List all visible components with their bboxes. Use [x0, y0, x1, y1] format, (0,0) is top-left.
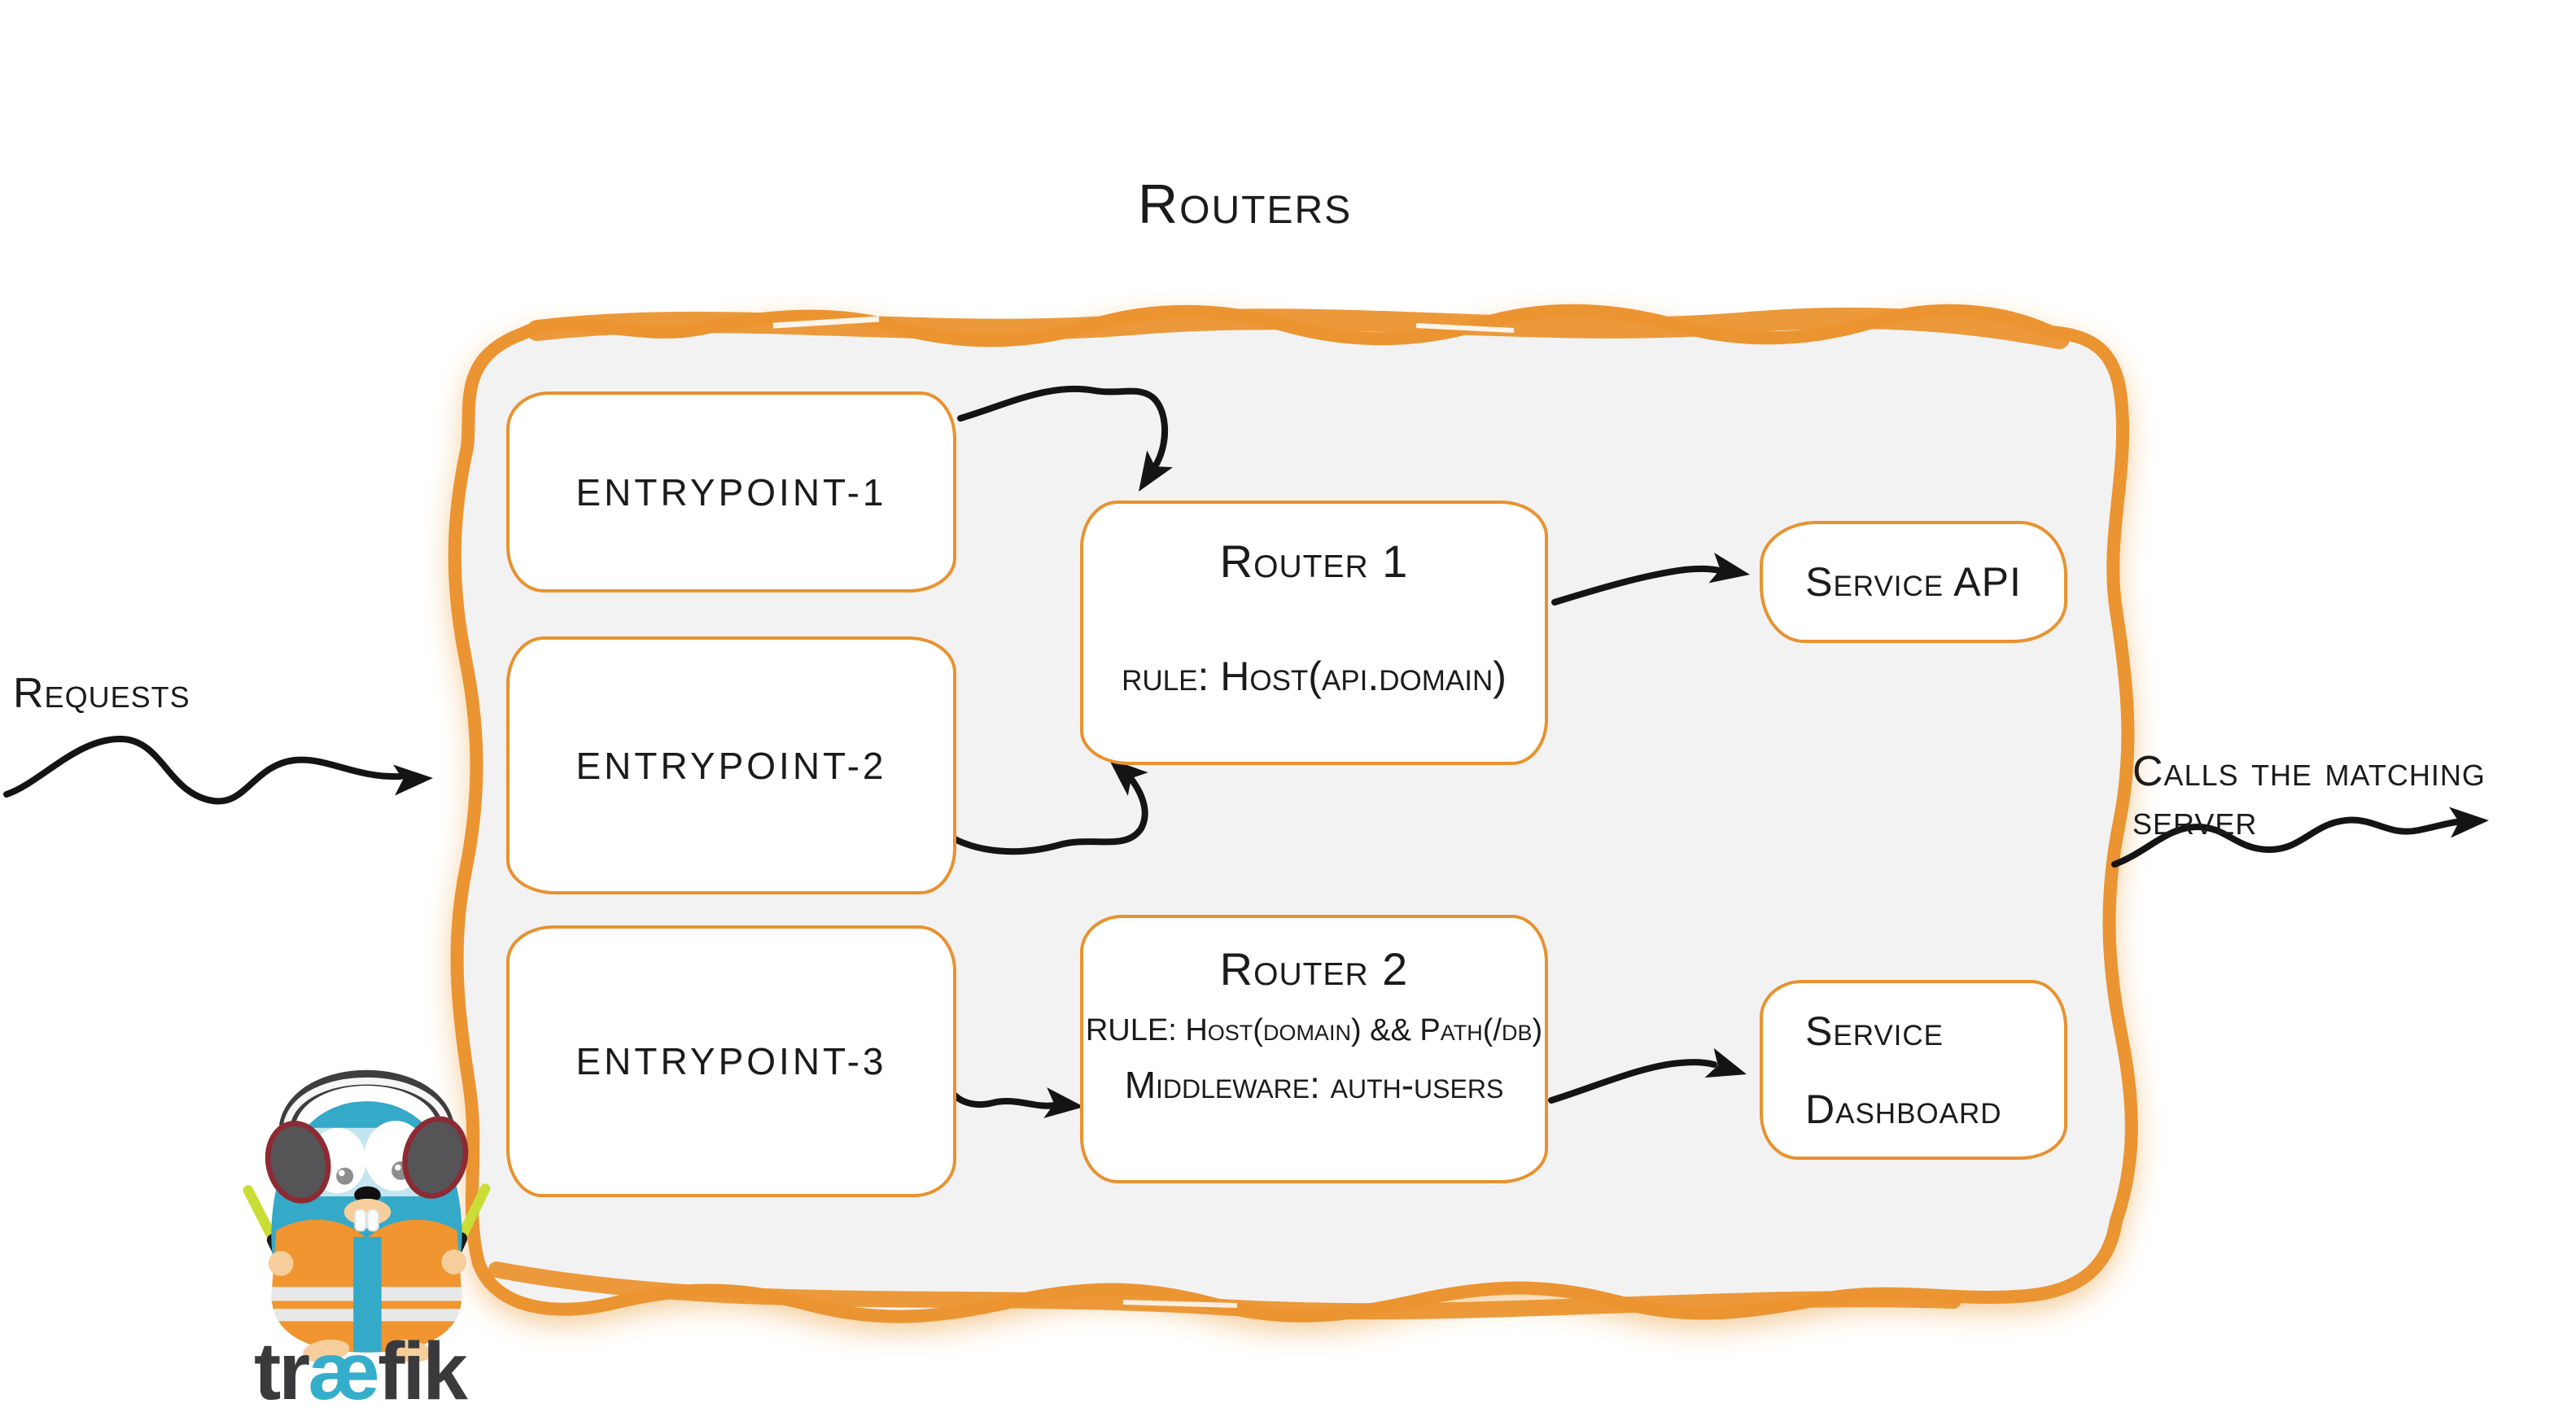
arrow-requests-in — [3, 735, 433, 805]
headphones-earcup-right — [402, 1116, 469, 1199]
headphones-earcup-left — [265, 1121, 331, 1204]
gopher-tooth — [366, 1209, 379, 1232]
entrypoint-3-box: entrypoint-3 — [506, 925, 956, 1197]
requests-label: Requests — [13, 670, 190, 717]
gopher-nose — [354, 1186, 381, 1204]
entrypoint-3-label: entrypoint-3 — [575, 1040, 887, 1082]
traefik-wordmark: træfik — [254, 1325, 468, 1408]
container-brush-gap-3 — [1122, 1300, 1238, 1308]
service-dashboard-label-line2: Dashboard — [1805, 1086, 2002, 1132]
wordmark-fik: fik — [378, 1326, 468, 1408]
router-2-box: Router 2 RULE: Host(domain) && Path(/db)… — [1080, 915, 1548, 1183]
router-2-middleware: Middleware: auth-users — [1124, 1064, 1504, 1106]
service-dashboard-label-line1: Service — [1805, 1008, 1944, 1054]
router-1-box: Router 1 rule: Host(api.domain) — [1080, 501, 1548, 765]
container-brush-gap-1 — [772, 316, 880, 329]
entrypoint-2-box: entrypoint-2 — [506, 636, 956, 894]
service-api-label: Service API — [1805, 559, 2022, 605]
wordmark-ae: æ — [308, 1326, 380, 1408]
wordmark-tr: tr — [254, 1326, 310, 1408]
arrow-entrypoint2-to-router1 — [944, 759, 1148, 855]
service-api-box: Service API — [1760, 521, 2067, 643]
calls-label: Calls the matching server — [2132, 748, 2486, 844]
arrow-calls-out — [2111, 807, 2489, 868]
router-2-rule: RULE: Host(domain) && Path(/db) — [1085, 1013, 1543, 1047]
traefik-gopher-logo — [243, 1069, 491, 1362]
router-2-title: Router 2 — [1219, 943, 1409, 995]
entrypoint-1-box: entrypoint-1 — [506, 391, 956, 592]
router-1-title: Router 1 — [1219, 536, 1409, 587]
gopher-tooth — [354, 1209, 367, 1232]
router-1-rule: rule: Host(api.domain) — [1122, 654, 1507, 699]
arrow-entrypoint1-to-router1 — [957, 385, 1174, 492]
arrow-router2-to-service-dashboard — [1548, 1047, 1747, 1104]
container-brush-gap-2 — [1415, 323, 1515, 333]
diagram-title: Routers — [1138, 173, 1353, 235]
entrypoint-1-label: entrypoint-1 — [575, 470, 887, 514]
entrypoint-2-label: entrypoint-2 — [575, 744, 887, 787]
arrow-router1-to-service-api — [1551, 552, 1750, 606]
service-dashboard-box: Service Dashboard — [1760, 980, 2067, 1160]
